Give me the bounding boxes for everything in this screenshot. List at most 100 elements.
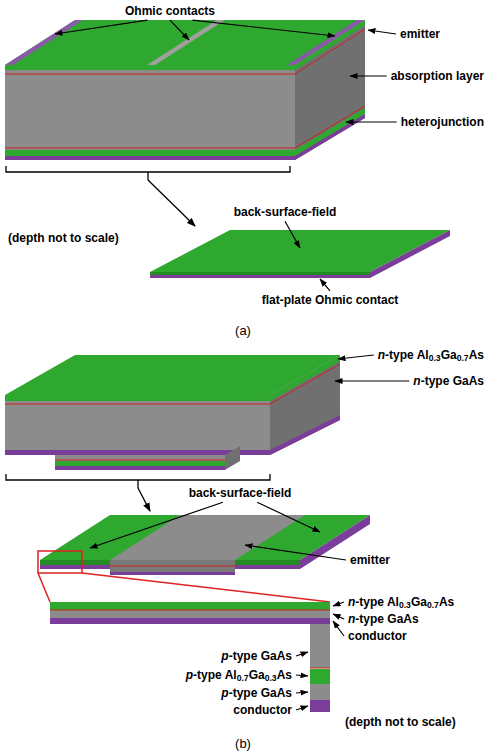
junction-line bbox=[55, 460, 225, 461]
text-run: heterojunction bbox=[401, 115, 484, 129]
leader-arrow bbox=[55, 20, 147, 34]
text-run: -type GaAs bbox=[229, 686, 292, 700]
text-run: (depth not to scale) bbox=[8, 231, 119, 245]
window-layer bbox=[270, 355, 340, 401]
part-label: Ohmic contacts bbox=[125, 4, 215, 18]
text-run: back-surface-field bbox=[189, 486, 292, 500]
junction-line bbox=[5, 404, 270, 405]
text-run: Ga bbox=[249, 668, 265, 682]
p-algaas-layer bbox=[310, 669, 330, 684]
mesa-side bbox=[225, 446, 240, 470]
emitter-region bbox=[110, 515, 305, 560]
front-face bbox=[5, 65, 295, 160]
text-run: conductor bbox=[233, 703, 292, 717]
text-run: -type Al bbox=[385, 348, 429, 362]
junction-line bbox=[270, 364, 340, 404]
text-run: n bbox=[348, 595, 355, 609]
leader-arrow bbox=[335, 380, 409, 381]
text-run: -type GaAs bbox=[355, 612, 418, 626]
conductor-layer bbox=[50, 618, 330, 624]
text-run: n bbox=[348, 612, 355, 626]
text-run: Ga bbox=[441, 348, 457, 362]
layer-label: back-surface-field bbox=[189, 486, 292, 500]
text-run: (a) bbox=[235, 323, 251, 338]
zoom-box bbox=[38, 551, 82, 573]
mesa-layer bbox=[55, 461, 225, 466]
leader-arrow bbox=[333, 621, 344, 636]
junction-line bbox=[50, 610, 330, 611]
text-run: Ohmic contacts bbox=[125, 4, 215, 18]
text-run: 0.3 bbox=[429, 353, 441, 363]
zoom-marker bbox=[38, 551, 330, 602]
side-face bbox=[270, 355, 340, 455]
leader-arrow bbox=[338, 355, 374, 359]
bsf-layer bbox=[5, 150, 295, 156]
leader-arrow bbox=[320, 279, 330, 291]
text-run: emitter bbox=[400, 27, 440, 41]
p-gaas-layer bbox=[310, 624, 330, 668]
n-algaas-layer bbox=[50, 602, 330, 610]
bsf-layer bbox=[295, 108, 365, 156]
text-run: emitter bbox=[350, 553, 390, 567]
text-run: absorption layer bbox=[391, 69, 484, 83]
layer-label: p-type GaAs bbox=[221, 686, 292, 700]
layer-label: back-surface-field bbox=[234, 205, 337, 219]
text-run: conductor bbox=[348, 629, 407, 643]
text-run: 0.3 bbox=[265, 673, 277, 683]
junction-line bbox=[5, 74, 295, 75]
layer-label: conductor bbox=[233, 703, 292, 717]
leader-arrow bbox=[333, 614, 344, 619]
panel-label: (a) bbox=[235, 323, 251, 339]
emitter-layer bbox=[295, 20, 365, 70]
text-run: (depth not to scale) bbox=[345, 715, 456, 729]
bracket-arrow bbox=[138, 488, 150, 511]
contact-layer bbox=[270, 415, 340, 455]
layer-label: conductor bbox=[348, 629, 407, 643]
emitter-contact bbox=[110, 572, 235, 575]
layer-label: heterojunction bbox=[401, 115, 484, 129]
text-run: 0.7 bbox=[457, 353, 469, 363]
junction-line bbox=[110, 566, 235, 567]
panel-label: (b) bbox=[235, 736, 251, 752]
layer-label: n-type Al0.3Ga0.7As bbox=[378, 348, 484, 362]
text-run: As bbox=[439, 595, 454, 609]
leader-arrow bbox=[257, 502, 320, 532]
leader-arrow bbox=[296, 675, 308, 676]
text-run: 0.3 bbox=[399, 600, 411, 610]
layer-label: n-type GaAs bbox=[413, 374, 484, 388]
note-label: (depth not to scale) bbox=[8, 231, 119, 245]
zoom-line bbox=[38, 573, 50, 602]
mesa-contact bbox=[55, 466, 225, 470]
leader-arrow bbox=[368, 30, 396, 34]
mesa bbox=[55, 455, 225, 470]
layer-label: p-type GaAs bbox=[221, 649, 292, 663]
leader-arrow bbox=[90, 502, 223, 548]
leader-arrow bbox=[296, 706, 308, 710]
plate-contact bbox=[150, 275, 370, 278]
layer-label: flat-plate Ohmic contact bbox=[262, 293, 399, 307]
leader-arrow bbox=[285, 221, 300, 248]
text-run: -type GaAs bbox=[421, 374, 484, 388]
layer-label: p-type Al0.7Ga0.3As bbox=[186, 668, 292, 682]
leader-arrow bbox=[296, 692, 308, 693]
plate-side bbox=[370, 230, 450, 278]
leader-arrow bbox=[245, 545, 346, 560]
emitter-mesa bbox=[110, 560, 235, 572]
junction-line bbox=[5, 148, 295, 149]
text-run: 0.7 bbox=[427, 600, 439, 610]
junction-line bbox=[295, 106, 365, 148]
n-gaas-layer bbox=[50, 610, 330, 618]
leader-arrow bbox=[170, 20, 189, 40]
layer-label: emitter bbox=[400, 27, 440, 41]
contact-layer bbox=[295, 114, 365, 160]
text-run: n bbox=[378, 348, 385, 362]
text-run: As bbox=[277, 668, 292, 682]
text-run: (b) bbox=[235, 736, 251, 751]
text-run: -type GaAs bbox=[229, 649, 292, 663]
ohmic-contact bbox=[147, 20, 225, 65]
window-layer bbox=[5, 395, 270, 401]
text-run: flat-plate Ohmic contact bbox=[262, 293, 399, 307]
text-run: Ga bbox=[411, 595, 427, 609]
ohmic-contact bbox=[5, 20, 83, 65]
leader-arrow bbox=[333, 602, 344, 606]
